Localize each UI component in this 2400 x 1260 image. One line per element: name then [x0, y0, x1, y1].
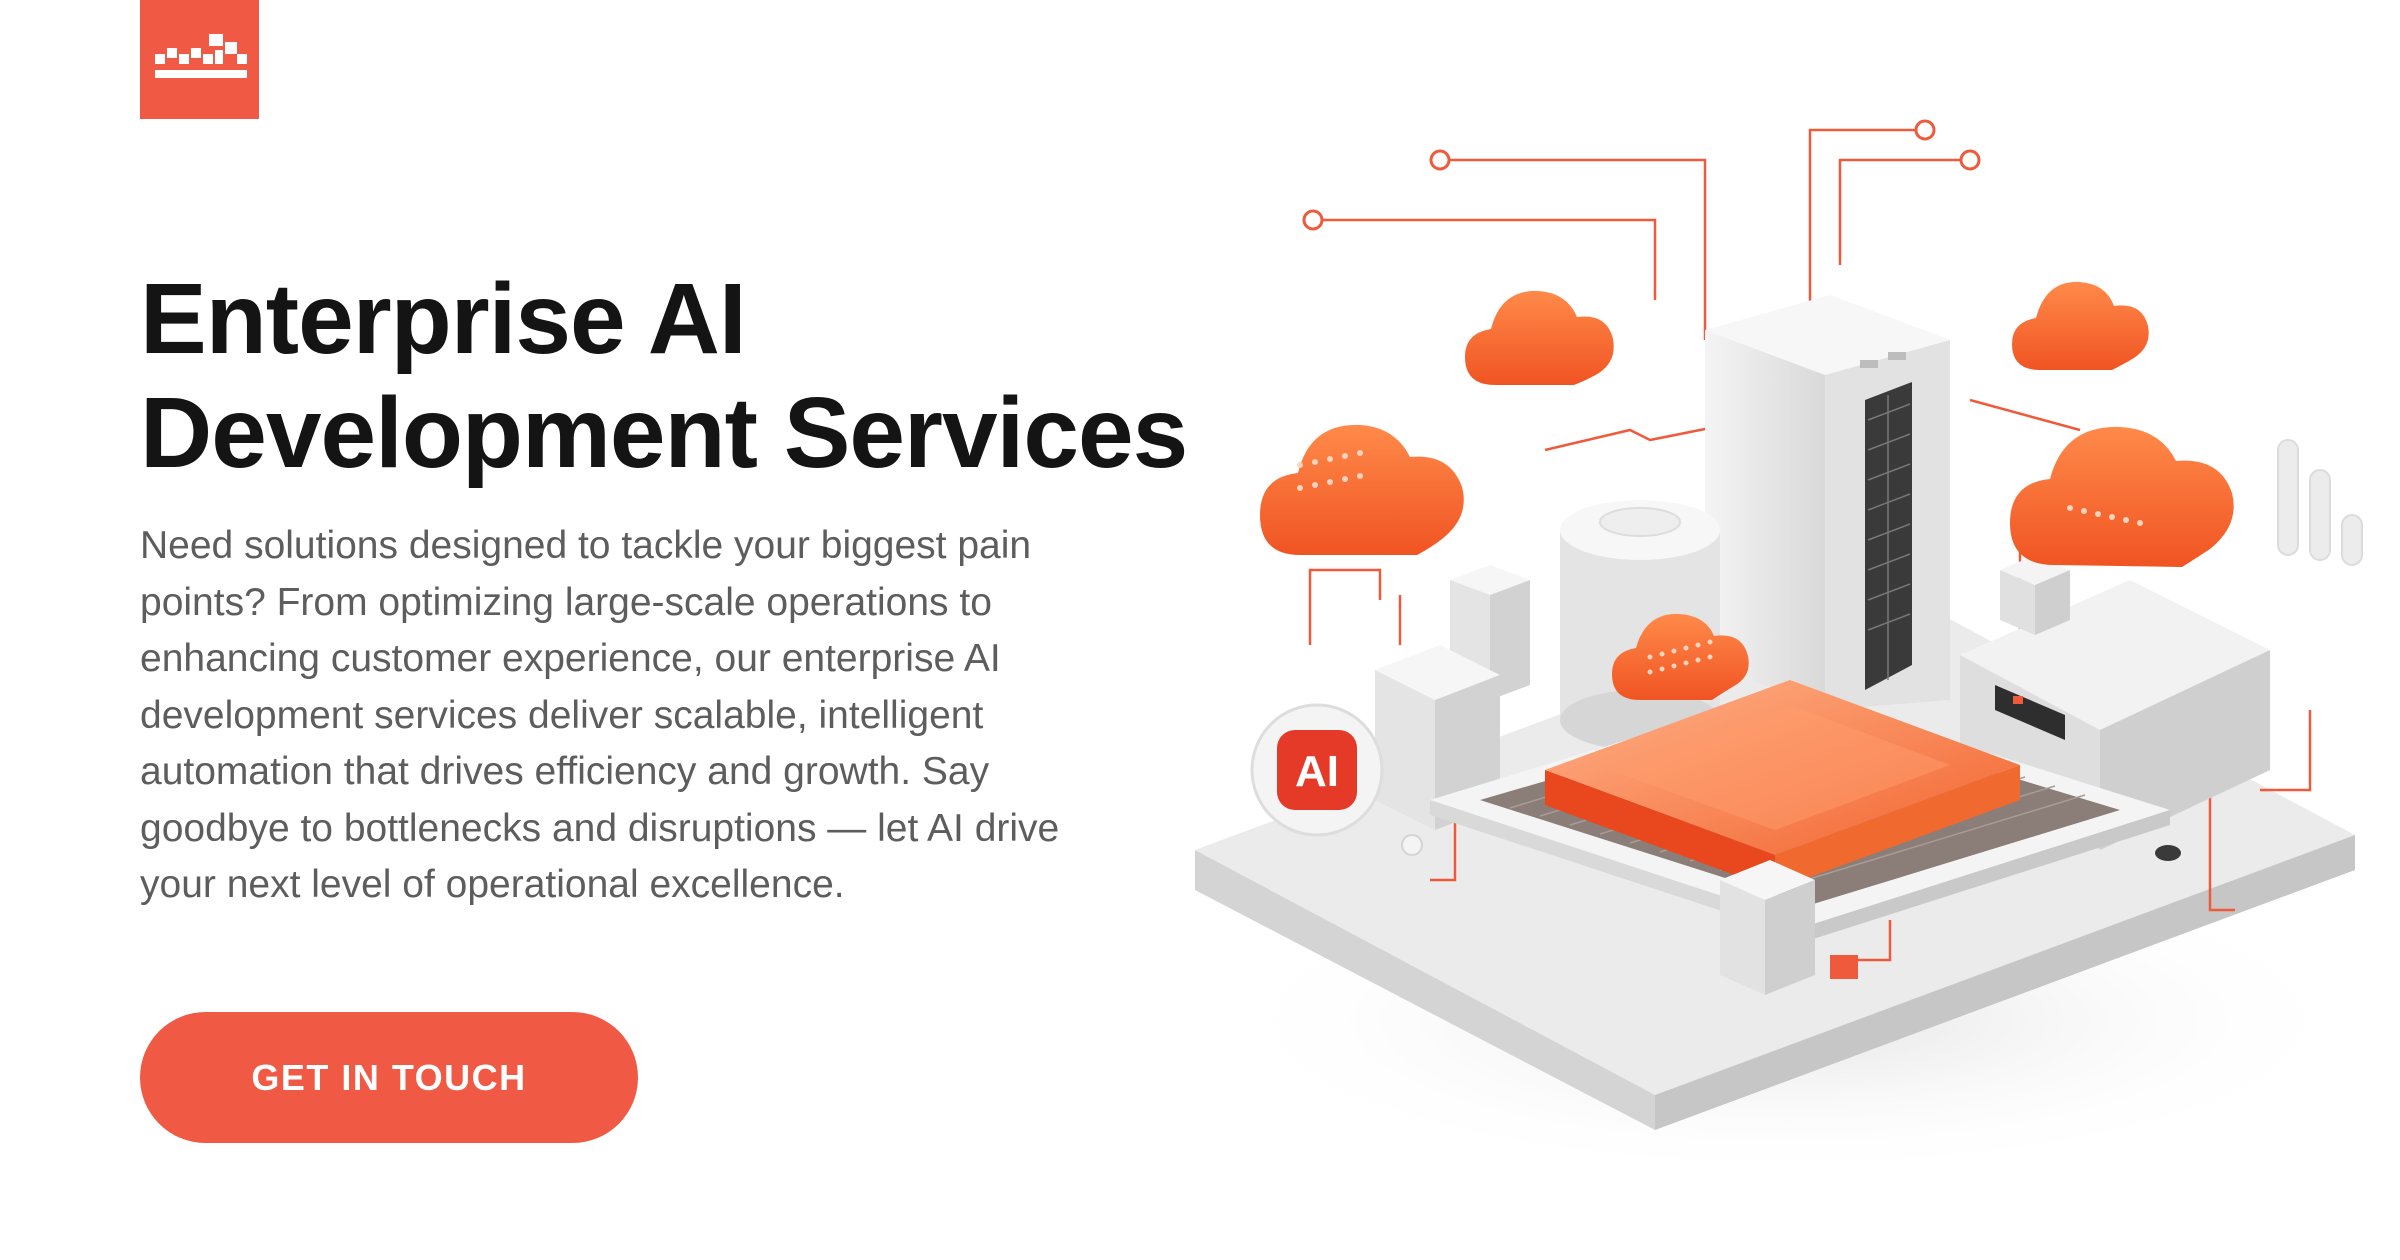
signal-bars-icon — [2277, 439, 2363, 566]
small-box-icon — [1450, 565, 1530, 700]
pixel-wave-logo-icon — [154, 33, 247, 78]
brand-logo[interactable] — [140, 0, 259, 119]
get-in-touch-button[interactable]: GET IN TOUCH — [140, 1012, 638, 1143]
small-box-icon — [1720, 860, 1858, 995]
chip-icon — [1545, 680, 2020, 890]
cloud-icon — [1465, 290, 1614, 385]
cloud-icon — [2010, 426, 2234, 567]
cloud-icon — [1612, 613, 1749, 700]
page-title: Enterprise AI Development Services — [140, 262, 1200, 490]
circuit-node-icons — [1302, 119, 1981, 231]
title-line-2: Development Services — [140, 377, 1188, 489]
title-line-1: Enterprise AI — [140, 263, 747, 375]
ai-badge: AI — [1250, 703, 1423, 856]
dark-knob-icon — [2155, 845, 2181, 861]
cloud-icon — [2012, 281, 2149, 370]
ai-infrastructure-illustration: AI — [1195, 119, 2370, 1180]
hero-description: Need solutions designed to tackle your b… — [140, 524, 1060, 906]
ai-badge-label: AI — [1295, 747, 1339, 796]
cloud-icon — [1260, 424, 1464, 555]
small-box-icon — [2000, 555, 2070, 635]
server-tower-icon — [1705, 295, 1950, 710]
